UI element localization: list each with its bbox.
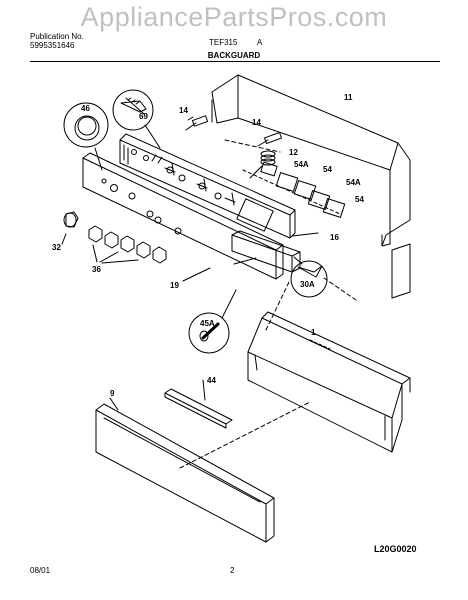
model-number: TEF315: [209, 38, 238, 47]
header-rule: [30, 61, 440, 62]
knobs-36: [88, 225, 167, 264]
label-30a: 30A: [300, 280, 315, 289]
label-54a-2: 54A: [346, 178, 361, 187]
screw-14-left: [185, 115, 209, 131]
part-44-strip: [164, 379, 233, 429]
label-46: 46: [81, 104, 90, 113]
backguard-body: [211, 74, 411, 299]
callout-69: [112, 89, 161, 149]
alignment-lines: [179, 277, 357, 469]
label-36: 36: [92, 265, 101, 274]
switch-54-2: [322, 198, 346, 218]
publication-number: 5995351646: [30, 41, 75, 50]
label-12: 12: [289, 148, 298, 157]
label-32: 32: [52, 243, 61, 252]
screw-14-right: [257, 131, 283, 147]
footer-date: 08/01: [30, 566, 51, 575]
label-16: 16: [330, 233, 339, 242]
control-panel: [119, 133, 296, 239]
part-16-trim: [231, 230, 319, 273]
switch-54-1: [293, 180, 317, 200]
knob-32: [61, 211, 79, 245]
switch-54a-2: [307, 190, 331, 210]
label-1: 1: [311, 328, 316, 337]
drawing-code: L20G0020: [374, 544, 417, 554]
label-54-2: 54: [355, 195, 364, 204]
label-44: 44: [207, 376, 216, 385]
part-9-bottom-trim: [95, 397, 275, 543]
switch-54a-1: [260, 161, 299, 192]
part-1-rear-panel: [247, 311, 411, 453]
label-69: 69: [139, 112, 148, 121]
part-12-spring: [249, 150, 276, 179]
label-19: 19: [170, 281, 179, 290]
section-title: BACKGUARD: [207, 51, 261, 60]
label-14-a: 14: [179, 106, 188, 115]
publication-label: Publication No.: [30, 32, 84, 41]
label-9: 9: [110, 389, 115, 398]
label-14-b: 14: [252, 118, 261, 127]
label-54-1: 54: [323, 165, 332, 174]
label-45a: 45A: [200, 319, 215, 328]
label-54a-1: 54A: [294, 160, 309, 169]
callout-30a: [290, 256, 328, 298]
part-labels: 46 69 14 14 11 12 54A 54 54A 54 16 32 36…: [52, 93, 364, 398]
label-11: 11: [344, 93, 353, 102]
model-suffix: A: [257, 38, 263, 47]
callout-45a: [188, 289, 237, 354]
part-19-overlay: [82, 152, 284, 280]
footer-page-number: 2: [230, 566, 235, 575]
